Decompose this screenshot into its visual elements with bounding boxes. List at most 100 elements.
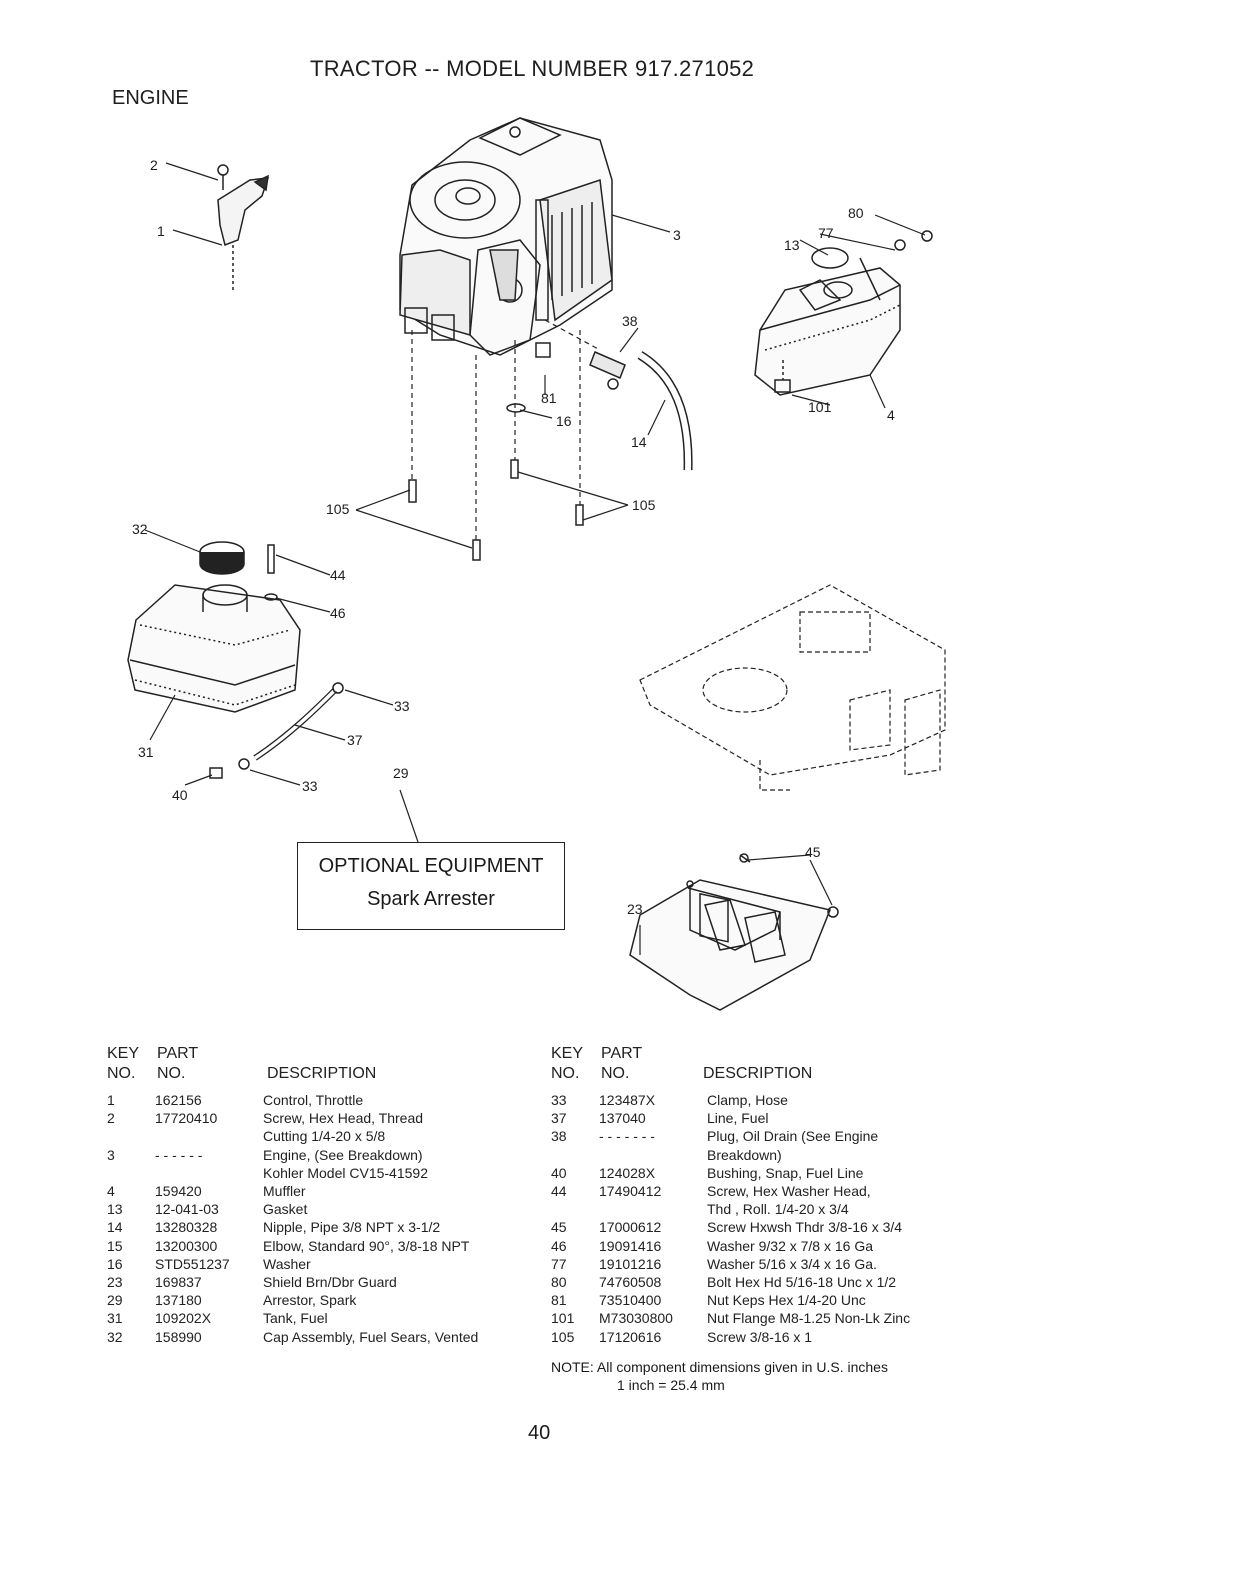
key-number: 45 xyxy=(551,1219,567,1236)
description-line: Breakdown) xyxy=(707,1146,782,1163)
section-label: ENGINE xyxy=(112,87,189,109)
description-line: Bushing, Snap, Fuel Line xyxy=(707,1164,864,1181)
key-number: 46 xyxy=(551,1237,567,1254)
description-line: Tank, Fuel xyxy=(263,1310,328,1327)
parts-row: 3- - - - - -Engine, (See Breakdown)Kohle… xyxy=(107,1146,537,1182)
callout-16: 16 xyxy=(556,413,572,429)
description-line: Screw, Hex Washer Head, xyxy=(707,1183,871,1200)
parts-list-header: KEY NO. PART NO. DESCRIPTION xyxy=(551,1045,981,1085)
callout-1: 1 xyxy=(157,223,165,239)
part-description: Washer 5/16 x 3/4 x 16 Ga. xyxy=(707,1255,981,1273)
part-description: Screw, Hex Washer Head,Thd , Roll. 1/4-2… xyxy=(707,1182,981,1218)
callout-45: 45 xyxy=(805,844,821,860)
callout-38: 38 xyxy=(622,313,638,329)
part-description: Tank, Fuel xyxy=(263,1309,537,1327)
part-number: 124028X xyxy=(599,1164,656,1181)
part-number: - - - - - - xyxy=(155,1146,203,1163)
callout-40: 40 xyxy=(172,787,188,803)
part-number: 158990 xyxy=(155,1328,202,1345)
description-line: Cutting 1/4-20 x 5/8 xyxy=(263,1128,386,1145)
callout-31: 31 xyxy=(138,744,154,760)
header-part-no: NO. xyxy=(601,1065,630,1082)
engine-drawing xyxy=(399,117,613,356)
description-line: Screw Hxwsh Thdr 3/8-16 x 3/4 xyxy=(707,1219,903,1236)
callout-32: 32 xyxy=(132,521,148,537)
key-number: 16 xyxy=(107,1255,123,1272)
description-line: Cap Assembly, Fuel Sears, Vented xyxy=(263,1328,479,1345)
key-number: 3 xyxy=(107,1146,115,1163)
description-line: Washer 5/16 x 3/4 x 16 Ga. xyxy=(707,1255,877,1272)
callout-105b: 105 xyxy=(632,497,656,513)
part-description: Clamp, Hose xyxy=(707,1091,981,1109)
part-description: Washer xyxy=(263,1255,537,1273)
description-line: Clamp, Hose xyxy=(707,1092,788,1108)
description-line: Washer xyxy=(263,1255,311,1272)
key-number: 15 xyxy=(107,1237,123,1254)
description-line: Nut Flange M8-1.25 Non-Lk Zinc xyxy=(707,1310,911,1327)
key-number: 37 xyxy=(551,1110,567,1127)
callout-37: 37 xyxy=(347,732,363,748)
parts-row: 4 159420 Muffler xyxy=(107,1182,537,1200)
description-line: Arrestor, Spark xyxy=(263,1292,357,1309)
part-number: 17720410 xyxy=(155,1110,218,1127)
description-line: Engine, (See Breakdown) xyxy=(263,1146,423,1163)
key-number: 1 xyxy=(107,1092,115,1108)
part-description: Screw 3/8-16 x 1 xyxy=(707,1328,981,1346)
callout-23: 23 xyxy=(627,901,643,917)
description-line: Screw 3/8-16 x 1 xyxy=(707,1328,813,1345)
description-line: Muffler xyxy=(263,1183,306,1200)
callout-105a: 105 xyxy=(326,501,350,517)
fuel-tank-drawing xyxy=(127,541,301,779)
parts-row: 15 13200300 Elbow, Standard 90°, 3/8-18 NP… xyxy=(107,1237,537,1255)
description-line: Plug, Oil Drain (See Engine xyxy=(707,1128,879,1145)
key-number: 2 xyxy=(107,1110,115,1127)
part-description: Nut Keps Hex 1/4-20 Unc xyxy=(707,1291,981,1309)
description-line: Bolt Hex Hd 5/16-18 Unc x 1/2 xyxy=(707,1274,897,1291)
key-number: 40 xyxy=(551,1164,567,1181)
key-number: 33 xyxy=(551,1092,567,1108)
part-number: 13200300 xyxy=(155,1237,218,1254)
part-description: Muffler xyxy=(263,1182,537,1200)
key-number: 44 xyxy=(551,1183,567,1200)
description-line: Nut Keps Hex 1/4-20 Unc xyxy=(707,1292,866,1309)
optional-equipment-box: OPTIONAL EQUIPMENT Spark Arrester xyxy=(297,842,565,930)
callout-77: 77 xyxy=(818,225,834,241)
parts-row: 38- - - - - - -Plug, Oil Drain (See Engi… xyxy=(551,1127,981,1163)
part-description: Cap Assembly, Fuel Sears, Vented xyxy=(263,1328,537,1346)
header-key: KEY xyxy=(107,1045,140,1062)
part-number: 159420 xyxy=(155,1183,202,1200)
part-description: Elbow, Standard 90°, 3/8-18 NPT xyxy=(263,1237,537,1255)
part-number: 169837 xyxy=(155,1274,202,1291)
spark-arrester-drawing xyxy=(629,853,839,1011)
key-number: 4 xyxy=(107,1183,115,1200)
header-description: DESCRIPTION xyxy=(267,1065,377,1082)
description-line: Line, Fuel xyxy=(707,1110,769,1127)
optional-equipment-title: OPTIONAL EQUIPMENT xyxy=(318,855,544,877)
part-description: Line, Fuel xyxy=(707,1109,981,1127)
callout-29: 29 xyxy=(393,765,409,781)
oil-drain-drawing xyxy=(506,342,693,471)
callout-3: 3 xyxy=(673,227,681,243)
part-description: Washer 9/32 x 7/8 x 16 Ga xyxy=(707,1237,981,1255)
part-description: Nipple, Pipe 3/8 NPT x 3-1/2 xyxy=(263,1218,537,1236)
key-number: 105 xyxy=(551,1328,575,1345)
part-description: Shield Brn/Dbr Guard xyxy=(263,1273,537,1291)
note-line-2: 1 inch = 25.4 mm xyxy=(617,1377,725,1393)
callout-80: 80 xyxy=(848,205,864,221)
parts-list-header: KEY NO. PART NO. DESCRIPTION xyxy=(107,1045,537,1085)
key-number: 101 xyxy=(551,1310,575,1327)
key-number: 29 xyxy=(107,1292,123,1309)
